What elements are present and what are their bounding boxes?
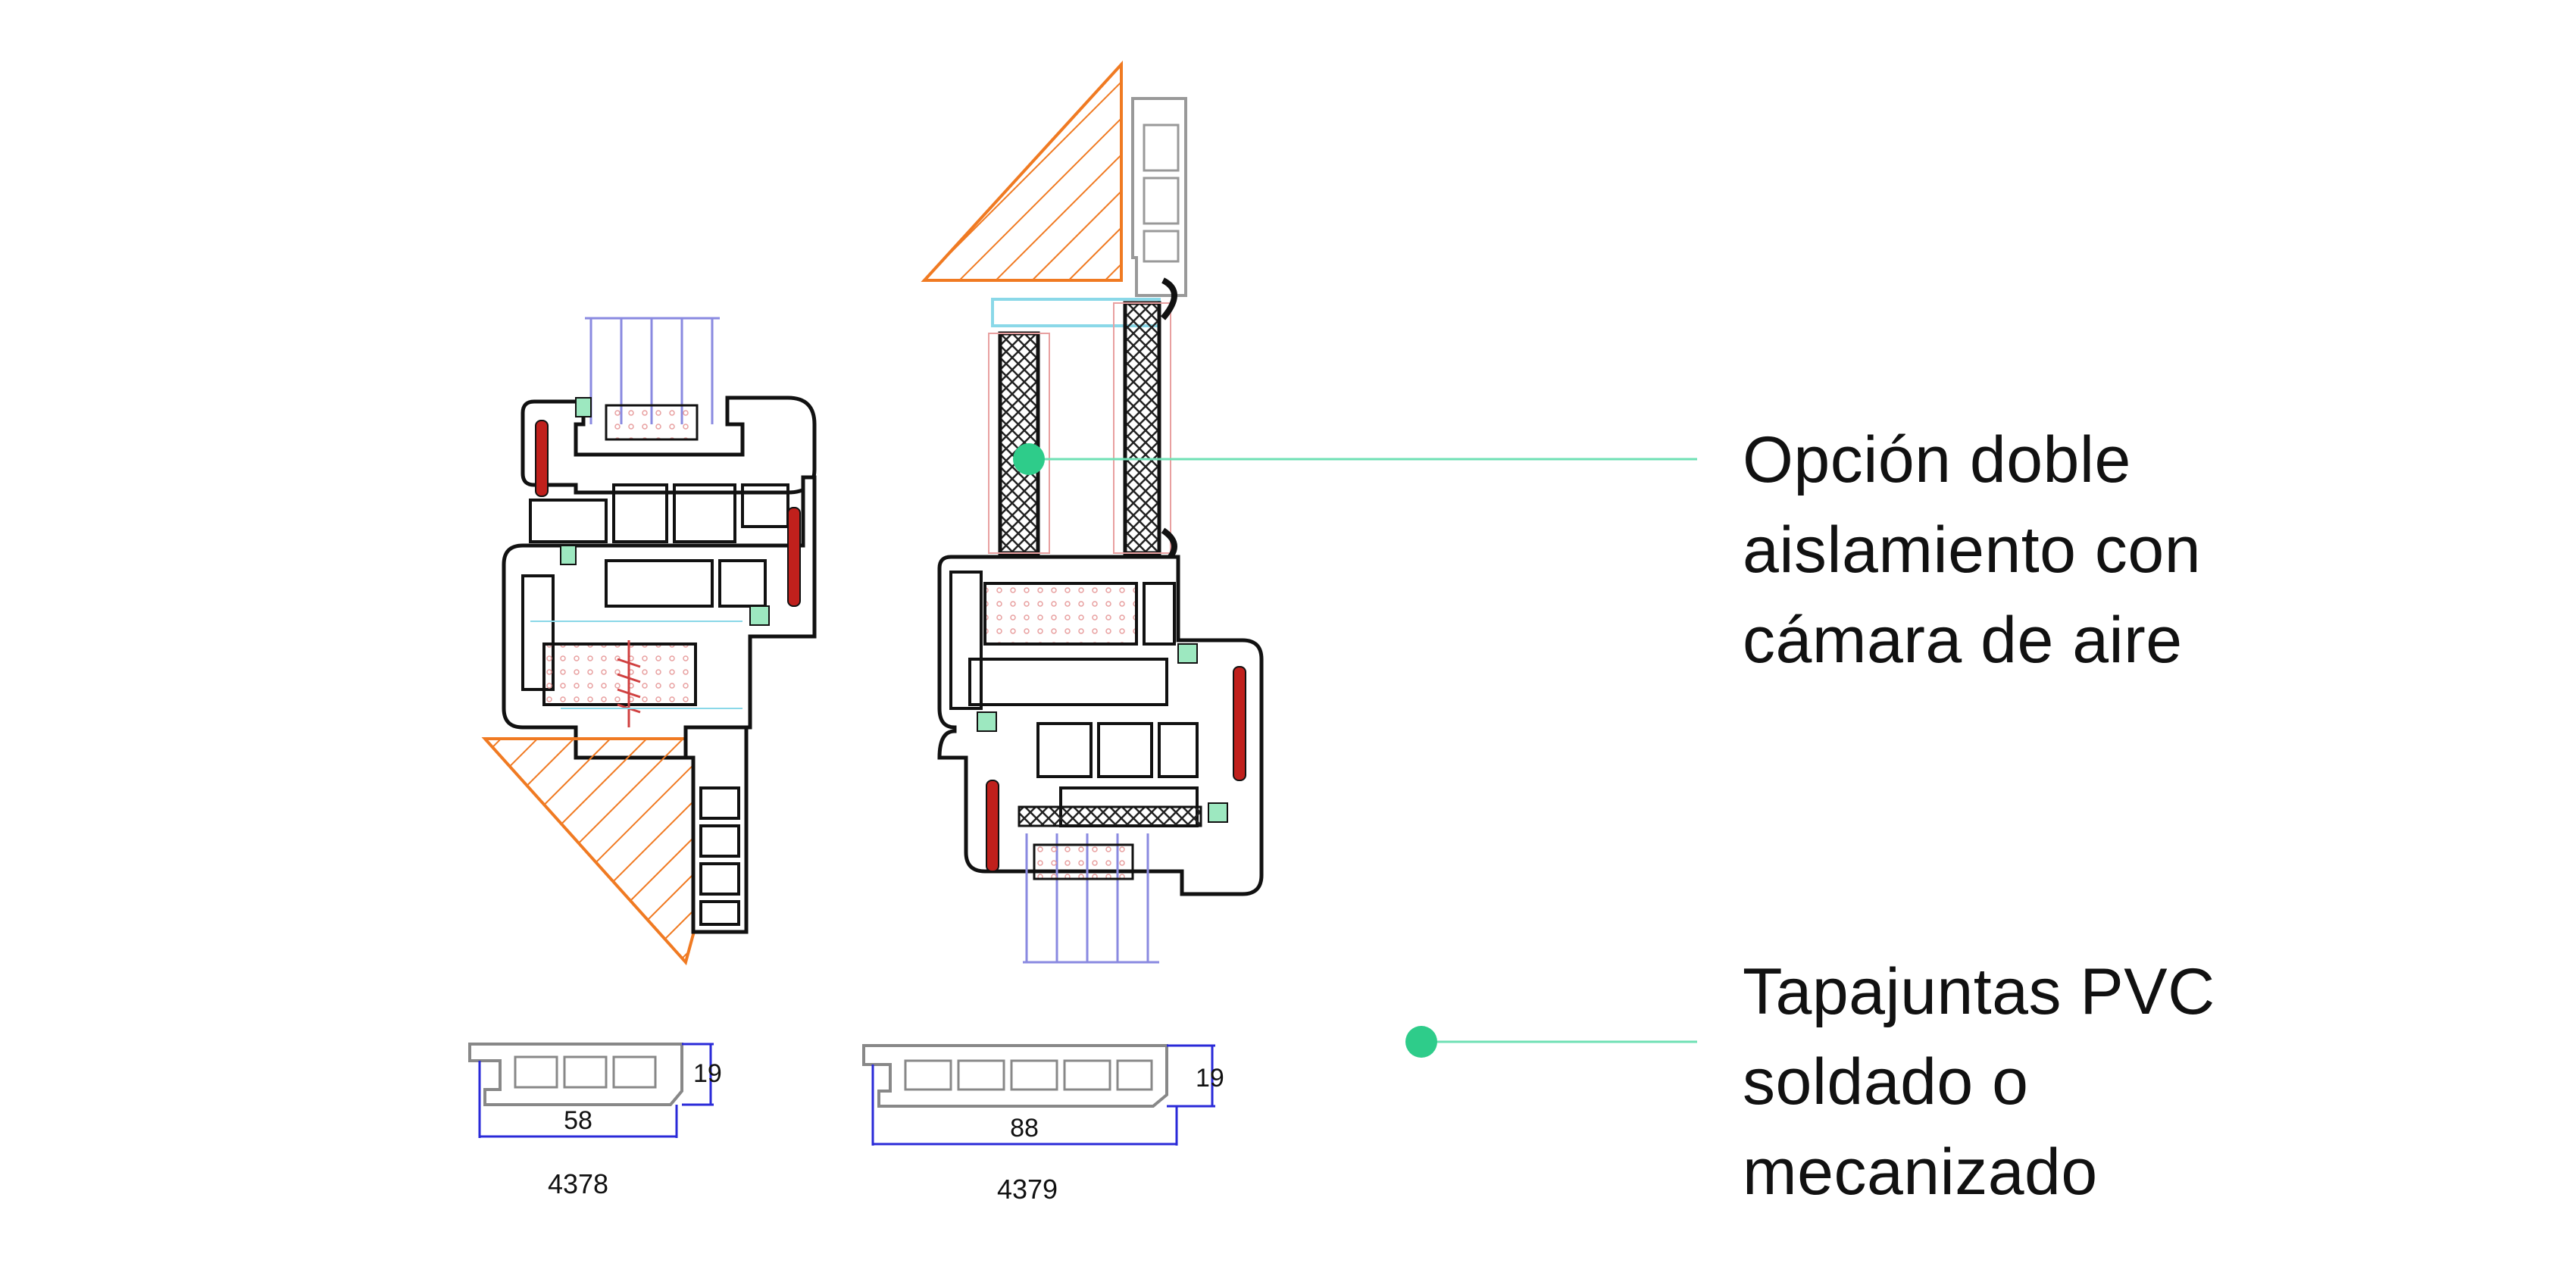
insulation-core xyxy=(983,582,1138,646)
glass-unit-inner xyxy=(998,331,1040,555)
dimension-lines-4378 xyxy=(478,1043,714,1138)
callout-2-dot xyxy=(1405,1026,1437,1058)
callout-2-leader xyxy=(1405,1026,1697,1058)
profile-code-4379: 4379 xyxy=(997,1174,1058,1205)
callout-pvc-cover-strip-text: Tapajuntas PVC soldado o mecanizado xyxy=(1743,955,2215,1208)
profile-code-4378: 4378 xyxy=(548,1168,608,1199)
gasket xyxy=(1233,666,1246,781)
right-window-section xyxy=(921,60,1264,964)
outer-seal xyxy=(1160,277,1177,320)
seals xyxy=(977,643,1228,823)
height-label-4379: 19 xyxy=(1196,1064,1224,1093)
callout-1-leader xyxy=(1013,443,1697,475)
callout-double-insulation-text: Opción doble aislamiento con cámara de a… xyxy=(1743,424,2202,677)
height-label-4378: 19 xyxy=(693,1059,722,1088)
width-label-4378: 58 xyxy=(564,1106,592,1135)
profile-4379: 88 19 4379 xyxy=(862,1044,1224,1205)
frame-top-profile xyxy=(1131,97,1187,297)
glass-unit-outer xyxy=(1123,301,1161,555)
gasket xyxy=(787,507,801,607)
dimension-lines-4379 xyxy=(871,1044,1215,1146)
seal-strip xyxy=(1018,805,1202,827)
profile-4378: 58 19 4378 xyxy=(468,1043,722,1199)
left-window-section xyxy=(481,317,817,966)
spacer-block xyxy=(1033,843,1134,880)
cover-strip-4379 xyxy=(862,1044,1168,1108)
insulation-core xyxy=(542,642,697,706)
cover-strip-4378 xyxy=(468,1043,683,1106)
width-label-4379: 88 xyxy=(1010,1114,1039,1143)
gasket xyxy=(535,420,549,497)
wall-section xyxy=(921,60,1123,282)
gasket xyxy=(986,780,999,872)
callout-1-dot xyxy=(1013,443,1045,475)
sash-top-profile xyxy=(521,396,817,495)
screw-icon xyxy=(617,640,641,727)
spacer-block xyxy=(605,404,699,441)
frame-chambers xyxy=(521,483,789,691)
